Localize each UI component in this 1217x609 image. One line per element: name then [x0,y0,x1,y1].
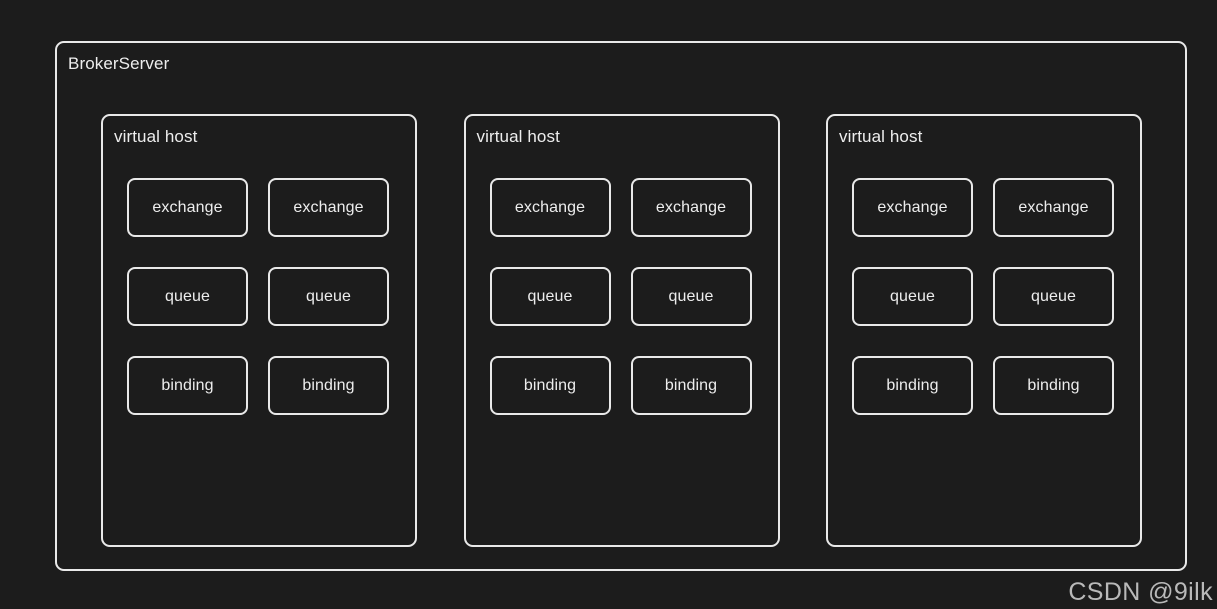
binding-label: binding [1027,376,1080,394]
node-row-queue: queue queue [489,267,752,326]
binding-box: binding [127,356,248,415]
queue-box: queue [127,267,248,326]
node-row-binding: binding binding [489,356,752,415]
exchange-box: exchange [268,178,389,237]
virtual-host-node-grid: exchange exchange queue queue [852,178,1114,415]
exchange-box: exchange [630,178,752,237]
exchange-label: exchange [152,198,223,216]
virtual-host-node-grid: exchange exchange queue queue [489,178,752,415]
queue-label: queue [165,287,210,305]
exchange-label: exchange [655,198,727,216]
exchange-box: exchange [852,178,973,237]
virtual-host-row: virtual host exchange exchange queue que… [101,114,1142,547]
virtual-host-block: virtual host exchange exchange queue que… [463,114,780,547]
queue-label: queue [1031,287,1076,305]
virtual-host-title: virtual host [839,127,923,146]
exchange-box: exchange [993,178,1114,237]
binding-box: binding [852,356,973,415]
binding-box: binding [268,356,389,415]
binding-label: binding [664,376,718,394]
watermark-text: CSDN @9ilk [1068,578,1213,606]
exchange-box: exchange [127,178,248,237]
queue-box: queue [489,267,611,326]
binding-label: binding [886,376,939,394]
exchange-label: exchange [1018,198,1089,216]
binding-box: binding [993,356,1114,415]
queue-label: queue [890,287,935,305]
binding-label: binding [161,376,214,394]
exchange-label: exchange [514,198,586,216]
node-row-binding: binding binding [852,356,1114,415]
node-row-exchange: exchange exchange [852,178,1114,237]
exchange-label: exchange [877,198,948,216]
virtual-host-title: virtual host [114,127,198,146]
broker-server-title: BrokerServer [68,54,170,73]
binding-box: binding [630,356,752,415]
virtual-host-title: virtual host [476,127,560,146]
binding-label: binding [523,376,577,394]
node-row-exchange: exchange exchange [489,178,752,237]
queue-label: queue [306,287,351,305]
node-row-queue: queue queue [852,267,1114,326]
virtual-host-block: virtual host exchange exchange queue que… [826,114,1142,547]
broker-server-container: BrokerServer virtual host exchange excha… [55,41,1187,571]
virtual-host-node-grid: exchange exchange queue queue [127,178,389,415]
node-row-binding: binding binding [127,356,389,415]
queue-box: queue [268,267,389,326]
virtual-host-block: virtual host exchange exchange queue que… [101,114,417,547]
queue-label: queue [668,287,714,305]
node-row-exchange: exchange exchange [127,178,389,237]
exchange-box: exchange [489,178,611,237]
queue-label: queue [527,287,573,305]
binding-box: binding [489,356,611,415]
node-row-queue: queue queue [127,267,389,326]
queue-box: queue [993,267,1114,326]
exchange-label: exchange [293,198,364,216]
queue-box: queue [852,267,973,326]
queue-box: queue [630,267,752,326]
binding-label: binding [302,376,355,394]
